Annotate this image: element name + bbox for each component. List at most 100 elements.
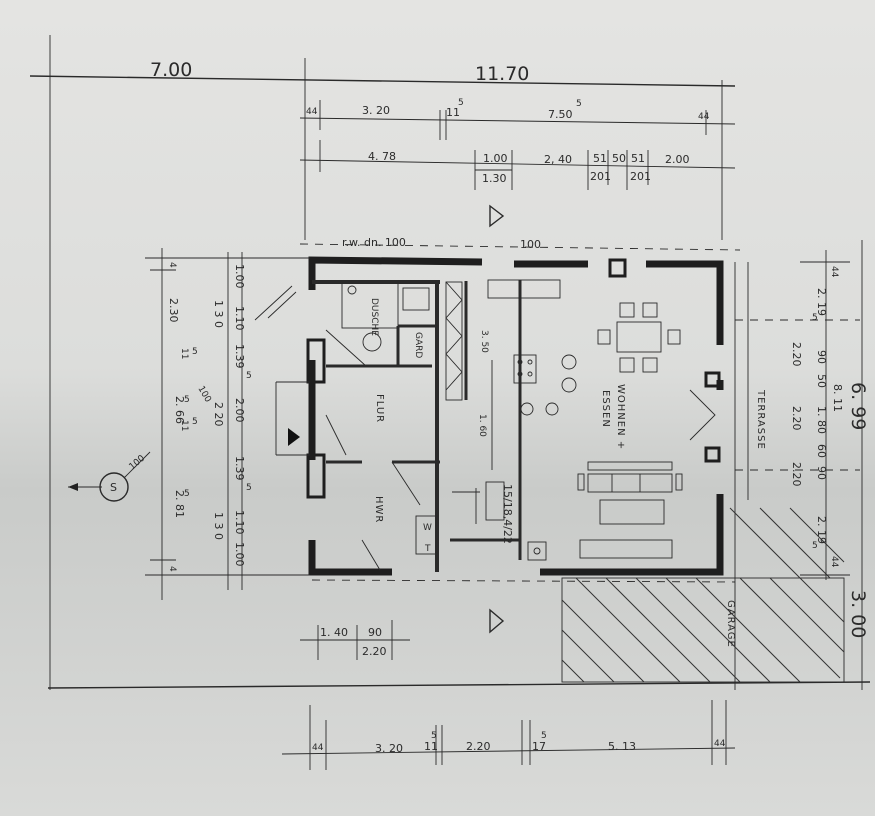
top-dimension-labels: 7.00 11.70 44 3. 20 11 5 7.50 5 44 4. 78… [150,59,710,185]
bottom-dimension-labels: 1. 40 90 2.20 44 3. 20 11 5 2.20 17 5 5.… [312,626,726,755]
dim-r-i: 2.20 [790,406,803,431]
dim-r-m: 44 [829,556,839,568]
section-marker-bottom [489,608,505,634]
label-dryer: T [424,544,431,554]
room-label-hwr: HWR [373,496,384,523]
dim-r1-5: 44 [698,112,710,122]
dim-r-d: 90 [815,350,828,364]
dim-li-d: 2.00 [233,398,246,423]
dim-r2-7: 51 [631,152,645,165]
dim-r2-3: 1.30 [482,172,507,185]
terrace [734,262,860,690]
room-label-flur: FLUR [374,394,385,423]
door-swings [254,285,716,571]
dim-l-ds: 5 [184,395,190,405]
room-label-garage: GARAGE [725,600,736,648]
dim-r-e: 50 [815,374,828,388]
dim-r1-2: 3. 20 [362,104,390,117]
label-washer: W [423,523,432,533]
dim-r-b: 2. 19 [815,288,828,316]
dim-r-edge1: 6. 99 [847,382,869,430]
dim-l-es: 5 [192,417,198,427]
dim-r2-8: 201 [590,170,611,183]
dim-r-l: 2. 19 [815,516,828,544]
dim-bb-3s: 5 [431,731,437,741]
top-dimension-lines [29,35,736,690]
dim-r-bs: 5 [812,313,818,323]
dim-r2-4: 2, 40 [544,153,572,166]
dim-r2-9: 201 [630,170,651,183]
dim-li-c: 1.39 [233,344,246,369]
dim-li2-c: 1 3 0 [212,512,225,540]
right-dimension-labels: 44 2. 19 2.20 90 50 1. 80 60 90 2.20 2.2… [790,266,869,638]
garage-hatch [561,507,845,683]
dim-b-b: 90 [368,626,382,639]
living-sofa [577,461,683,559]
stair-rise-2: 1. 60 [477,414,487,437]
washer-dryer [415,515,439,555]
dim-l-c: 11 [179,348,189,359]
dim-li-g: 1.00 [233,542,246,567]
dim-r2-6: 50 [612,152,626,165]
dim-r-f: 1. 80 [815,406,828,434]
dim-r-a: 44 [829,266,839,278]
dim-l-fs: 5 [184,489,190,499]
section-symbol [68,451,151,502]
dim-li-cs: 5 [246,371,252,381]
dim-l-a: 4 [167,262,177,268]
dim-r-k: 8. 11 [831,384,844,412]
dim-l-cs: 5 [192,347,198,357]
dim-bb-2: 3. 20 [375,742,403,755]
dim-r1-4s: 5 [576,99,582,109]
room-label-gard: GARD [413,332,423,358]
dim-l-b: 2.30 [167,298,180,323]
dim-b-a: 1. 40 [320,626,348,639]
room-label-essen: ESSEN [600,390,611,428]
room-label-wohnen: WOHNEN + [615,384,626,450]
dim-li2-b: 2 20 [212,402,225,427]
section-symbol-label: S [110,481,117,494]
dim-bb-1: 44 [312,743,324,753]
dim-r1-4: 7.50 [548,108,573,121]
right-dimension-lines [800,240,863,690]
dim-bb-3: 11 [424,740,438,753]
dim-r-g: 60 [815,444,828,458]
bathroom-fixtures [341,281,430,352]
dim-diag-a: 100 [195,385,212,405]
dim-r-j: 2.20 [790,462,803,487]
dim-li-e: 1.39 [233,456,246,481]
dim-li-b: 1.10 [233,306,246,331]
dim-bb-6: 5. 13 [608,740,636,753]
dim-li-es: 5 [246,483,252,493]
dim-li2-a: 1 3 0 [212,300,225,328]
dim-r-ls: 5 [812,541,818,551]
dim-l-f: 2. 81 [173,490,186,518]
dim-r-c: 2.20 [790,342,803,367]
dim-li-a: 1.00 [233,264,246,289]
dim-l-g: 4 [167,566,177,572]
stair-rise: 3. 50 [479,330,489,353]
dim-r1-1: 44 [306,107,318,117]
entrance-arrow-icon [288,428,300,446]
dim-left-overall: 7.00 [150,59,192,81]
dim-bb-7: 44 [714,739,726,749]
kitchen-fixtures [487,279,577,561]
dim-r2-5: 51 [593,152,607,165]
dim-width-overall: 11.70 [475,63,529,85]
dim-r2-2: 1.00 [483,152,508,165]
room-label-terrasse: TERRASSE [755,389,766,450]
dim-b-c: 2.20 [362,645,387,658]
dim-r1-3: 11 [446,106,460,119]
dining-table [597,302,681,373]
dim-r2-10: 2.00 [665,153,690,166]
dim-r1-3s: 5 [458,98,464,108]
wardrobe-cabinet [445,281,463,401]
dim-bb-5s: 5 [541,731,547,741]
stair-spec: 15/18,4/22 [501,484,514,544]
room-label-dusche: DUSCHE [369,298,379,336]
bottom-dimension-lines [47,620,871,770]
staircase [452,360,505,524]
dim-l-d: 2. 66 [173,396,186,424]
